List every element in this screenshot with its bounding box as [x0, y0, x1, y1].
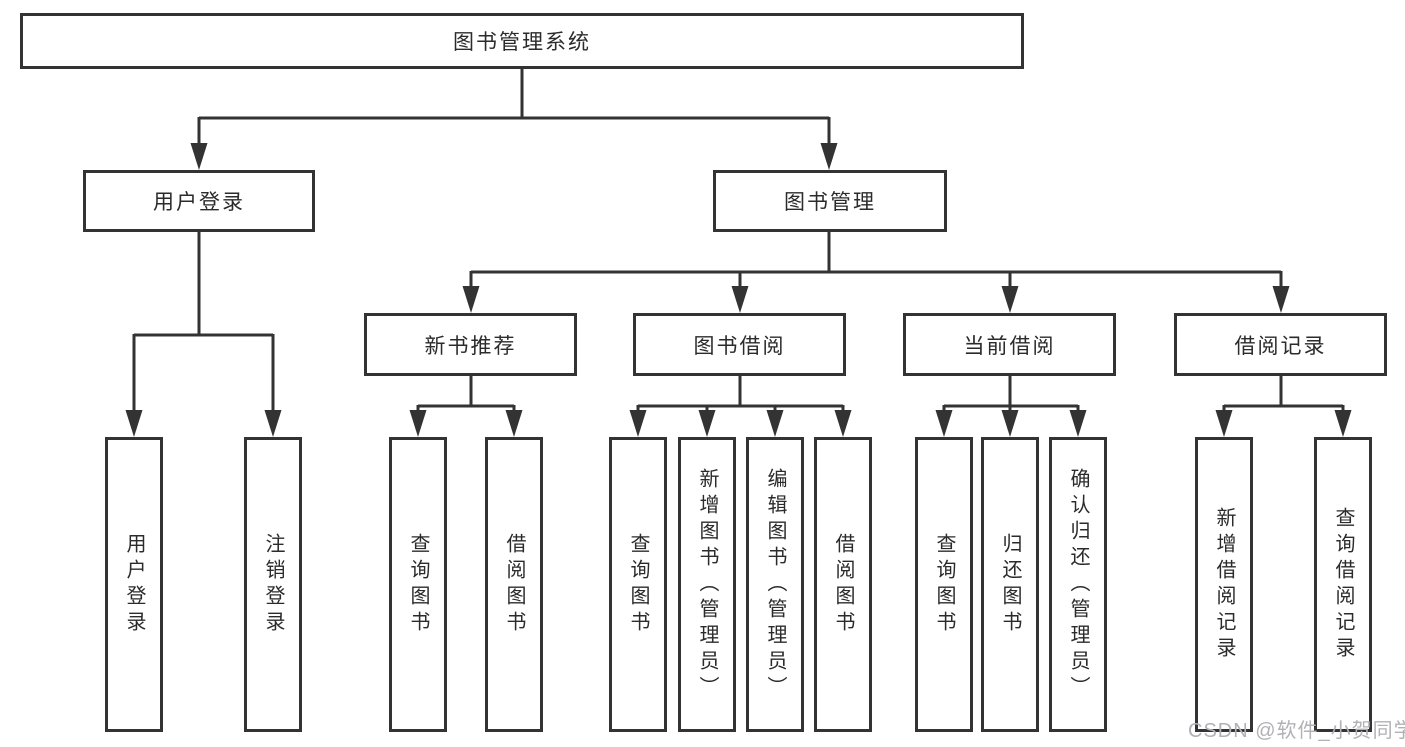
node-root-label: 图书管理系统 [453, 31, 591, 54]
node-current-borrowing: 当前借阅 [903, 313, 1116, 376]
csdn-watermark: CSDN @软件_小贺同学 [1188, 720, 1405, 742]
leaf-query-books-recommend: 查询图书 [389, 437, 447, 732]
leaf-query-borrow-record-label: 查询借阅记录 [1332, 506, 1354, 663]
node-root-system: 图书管理系统 [20, 13, 1024, 69]
node-user-login-label: 用户登录 [153, 191, 245, 214]
node-new-book-recommend: 新书推荐 [364, 313, 577, 376]
leaf-query-books-borrow: 查询图书 [609, 437, 667, 732]
leaf-confirm-return-admin: 确认归还（管理员） [1049, 437, 1107, 732]
leaf-add-borrow-record-label: 新增借阅记录 [1213, 506, 1235, 663]
leaf-query-books-borrow-label: 查询图书 [627, 532, 649, 637]
leaf-edit-books-admin: 编辑图书（管理员） [746, 437, 804, 732]
leaf-return-books: 归还图书 [981, 437, 1039, 732]
node-book-management: 图书管理 [713, 170, 947, 232]
leaf-user-login-label: 用户登录 [123, 532, 145, 637]
leaf-edit-books-admin-label: 编辑图书（管理员） [764, 467, 786, 702]
node-book-management-label: 图书管理 [784, 191, 876, 214]
node-book-borrowing-label: 图书借阅 [693, 334, 786, 358]
leaf-borrow-books-label: 借阅图书 [832, 532, 854, 637]
leaf-add-borrow-record: 新增借阅记录 [1195, 437, 1253, 732]
leaf-logout-label: 注销登录 [262, 532, 284, 637]
leaf-query-borrow-record: 查询借阅记录 [1314, 437, 1372, 732]
leaf-borrow-books-recommend: 借阅图书 [485, 437, 543, 732]
leaf-confirm-return-admin-label: 确认归还（管理员） [1067, 467, 1089, 702]
leaf-user-login: 用户登录 [105, 437, 163, 732]
leaf-query-books-recommend-label: 查询图书 [407, 532, 429, 637]
leaf-add-books-admin: 新增图书（管理员） [678, 437, 736, 732]
node-borrowing-records-label: 借阅记录 [1234, 334, 1327, 358]
leaf-logout: 注销登录 [244, 437, 302, 732]
leaf-add-books-admin-label: 新增图书（管理员） [696, 467, 718, 702]
node-borrowing-records: 借阅记录 [1174, 313, 1387, 376]
node-user-login: 用户登录 [83, 170, 315, 232]
node-new-book-recommend-label: 新书推荐 [424, 334, 517, 358]
leaf-query-books-current-label: 查询图书 [933, 532, 955, 637]
leaf-borrow-books: 借阅图书 [814, 437, 872, 732]
leaf-borrow-books-recommend-label: 借阅图书 [503, 532, 525, 637]
node-book-borrowing: 图书借阅 [633, 313, 846, 376]
node-current-borrowing-label: 当前借阅 [963, 334, 1056, 358]
leaf-return-books-label: 归还图书 [999, 532, 1021, 637]
leaf-query-books-current: 查询图书 [915, 437, 973, 732]
